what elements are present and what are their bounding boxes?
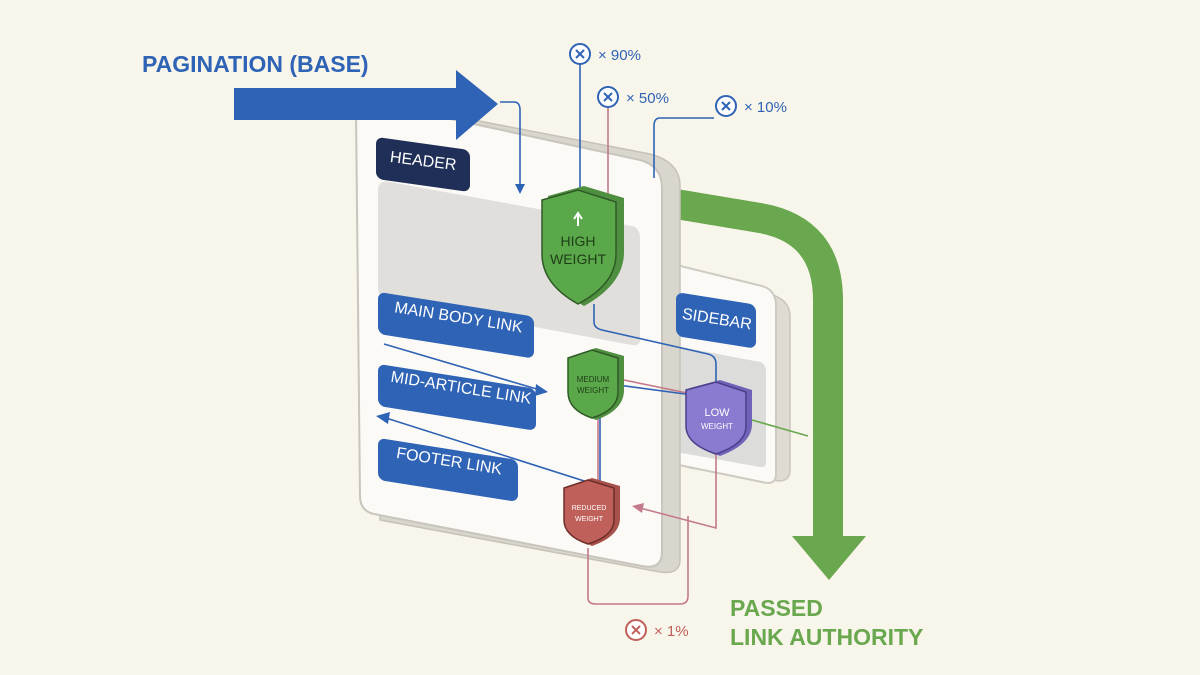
high-weight-shield-icon: HIGH WEIGHT	[541, 186, 624, 306]
passed-authority-arrow	[637, 183, 866, 580]
multiplier-1-text: × 1%	[654, 623, 689, 640]
low-weight-line2: WEIGHT	[701, 422, 733, 431]
high-weight-line2: WEIGHT	[550, 251, 606, 267]
result-line2: LINK AUTHORITY	[730, 624, 923, 650]
sidebar-label-box: SIDEBAR	[676, 293, 756, 348]
medium-weight-line2: WEIGHT	[577, 386, 609, 395]
multiplier-1: × 1%	[625, 619, 689, 641]
medium-weight-line1: MEDIUM	[577, 375, 610, 384]
multiplier-50: × 50%	[597, 86, 669, 108]
reduced-weight-line1: REDUCED	[572, 505, 607, 512]
mid-article-link-box[interactable]: MID-ARTICLE LINK	[378, 364, 536, 431]
diagram-title: PAGINATION (BASE)	[142, 51, 369, 77]
multiplier-90: × 90%	[569, 43, 641, 65]
high-weight-line1: HIGH	[561, 233, 596, 249]
reduced-weight-line2: WEIGHT	[575, 516, 604, 523]
pagination-arrow	[234, 70, 498, 140]
multiplier-10-text: × 10%	[744, 99, 787, 116]
multiplier-50-text: × 50%	[626, 90, 669, 107]
low-weight-line1: LOW	[704, 407, 730, 419]
medium-weight-shield-icon: MEDIUM WEIGHT	[567, 348, 624, 420]
header-label-box: HEADER	[376, 137, 470, 192]
multiplier-90-text: × 90%	[598, 47, 641, 64]
low-weight-shield-icon: LOW WEIGHT	[685, 380, 752, 456]
multiplier-10: × 10%	[715, 95, 787, 117]
result-line1: PASSED	[730, 595, 823, 621]
reduced-weight-shield-icon: REDUCED WEIGHT	[563, 478, 620, 546]
connector-lines	[376, 64, 809, 605]
